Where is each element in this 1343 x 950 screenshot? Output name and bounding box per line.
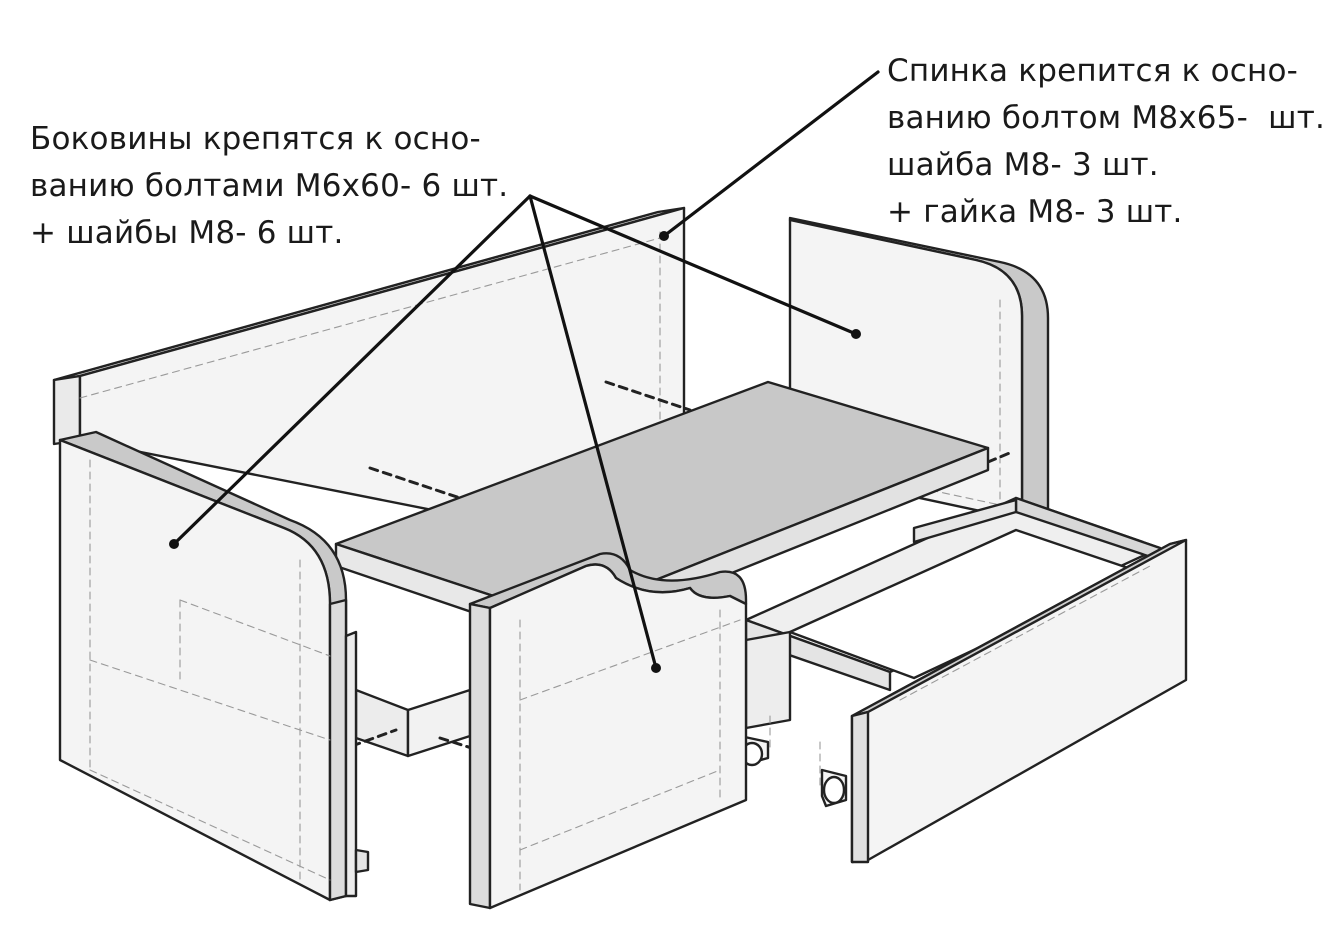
dot-front-arm: [651, 663, 661, 673]
dot-left-side: [169, 539, 179, 549]
leader-to-right-side: [528, 194, 858, 336]
drawer: [738, 496, 1188, 864]
dot-backrest: [659, 231, 669, 241]
callout-backrest: Спинка крепится к осно- ванию болтом М8х…: [887, 48, 1325, 236]
callout-side-line-3: + шайбы М8- 6 шт.: [30, 215, 344, 251]
bolt-lines-rear: [368, 380, 1014, 500]
callout-back-line-1: Спинка крепится к осно-: [887, 53, 1299, 89]
callout-back-line-3: шайба М8- 3 шт.: [887, 147, 1159, 183]
callout-back-line-4: + гайка М8- 3 шт.: [887, 194, 1183, 230]
callout-side-panels: Боковины крепятся к осно- ванию болтами …: [30, 116, 508, 257]
leader-lines: [172, 70, 880, 670]
callout-side-line-2: ванию болтами М6х60- 6 шт.: [30, 168, 509, 204]
bolt-lines-bottom: [350, 728, 486, 754]
caster-wheel-front: [820, 768, 848, 808]
leader-to-backrest: [662, 70, 880, 238]
callout-side-line-1: Боковины крепятся к осно-: [30, 121, 481, 157]
left-side-panel: [58, 430, 370, 902]
leader-to-front-arm: [528, 194, 658, 670]
dot-right-side: [851, 329, 861, 339]
front-arm-panel: [468, 552, 748, 910]
leader-to-left-side: [172, 194, 532, 546]
callout-back-line-2: ванию болтом М8х65- шт.: [887, 100, 1326, 136]
leader-dots: [169, 231, 861, 673]
